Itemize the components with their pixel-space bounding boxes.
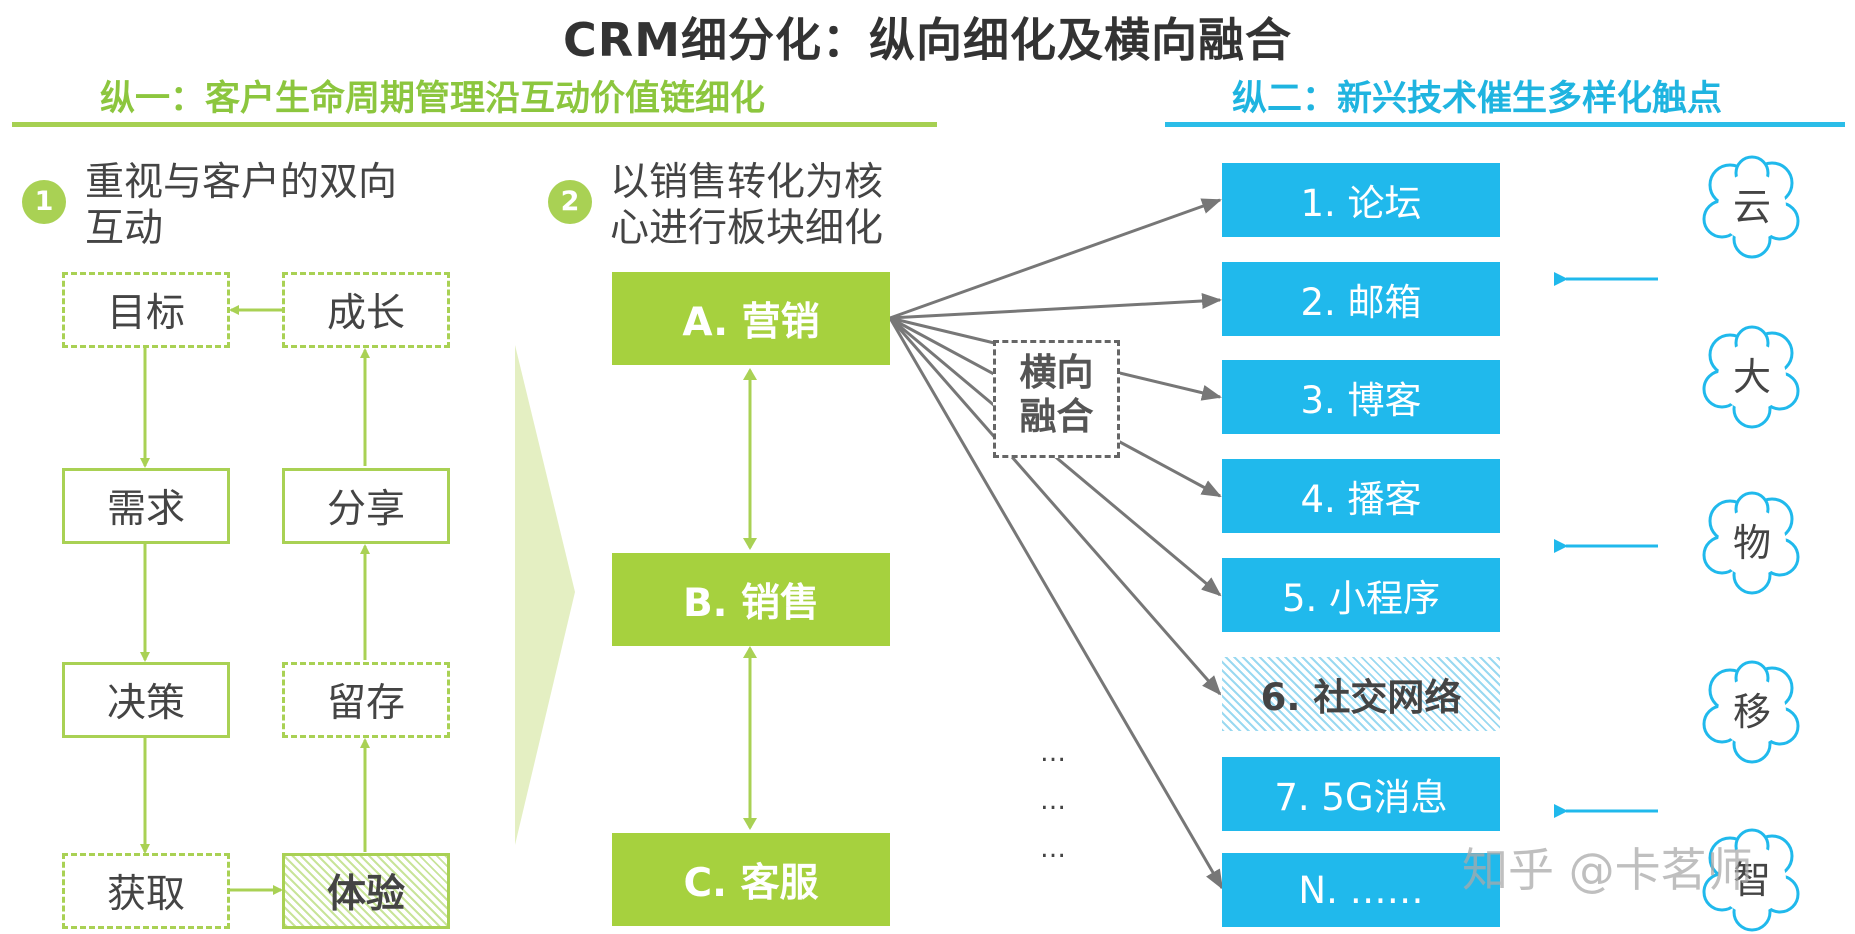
touchpoint-1: 1. 论坛: [1222, 163, 1500, 237]
box-retention: 留存: [282, 662, 450, 738]
blue-divider: [1165, 122, 1845, 127]
cloud-shape-1: [1702, 155, 1800, 259]
step-two-badge: 2: [548, 180, 592, 224]
box-share: 分享: [282, 468, 450, 544]
ellipsis-1: …: [1040, 738, 1068, 768]
step-two-text: 以销售转化为核 心进行板块细化: [610, 160, 883, 252]
box-sales: B. 销售: [612, 553, 890, 646]
touchpoint-2: 2. 邮箱: [1222, 262, 1500, 336]
ellipsis-3: …: [1040, 834, 1068, 864]
step-one-text: 重视与客户的双向 互动: [85, 160, 397, 252]
arrow-to-touchpoint-2: [889, 292, 1222, 320]
box-experience: 体验: [282, 853, 450, 929]
cloud-shape-4: [1702, 660, 1800, 764]
cloud-label-bigdata: 大: [1732, 355, 1771, 399]
tech-clouds: [1702, 155, 1800, 932]
arrow-to-touchpoint-n: [888, 317, 1224, 890]
step-one-text-line1: 重视与客户的双向: [85, 160, 398, 205]
box-acquire: 获取: [62, 853, 230, 929]
touchpoint-7: 7. 5G消息: [1222, 757, 1500, 831]
cloud-label-iot: 物: [1732, 521, 1771, 565]
box-service: C. 客服: [612, 833, 890, 926]
transition-chevron: [515, 345, 575, 845]
cloud-label-ai: 智: [1732, 858, 1771, 902]
cloud-shape-3: [1702, 491, 1800, 595]
arrow-to-touchpoint-1: [889, 198, 1222, 320]
vertical-two-heading: 纵二：新兴技术催生多样化触点: [1232, 79, 1723, 119]
box-growth: 成长: [282, 272, 450, 348]
touchpoint-5: 5. 小程序: [1222, 558, 1500, 632]
box-decision: 决策: [62, 662, 230, 738]
step-two-text-line2: 心进行板块细化: [610, 206, 884, 251]
cloud-label-mobile: 移: [1732, 690, 1771, 734]
step-two-text-line1: 以销售转化为核: [610, 160, 884, 205]
ellipsis-2: …: [1040, 786, 1068, 816]
touchpoint-6: 6. 社交网络: [1222, 657, 1500, 731]
vertical-one-heading: 纵一：客户生命周期管理沿互动价值链细化: [100, 79, 766, 119]
touchpoint-4: 4. 播客: [1222, 459, 1500, 533]
step-one-flow: [140, 305, 370, 895]
merge-line1: 横向: [1019, 351, 1094, 394]
page-title: CRM细分化：纵向细化及横向融合: [563, 13, 1292, 67]
arrow-to-touchpoint-6: [888, 317, 1222, 696]
touchpoint-n: N. ……: [1222, 853, 1500, 927]
tech-arrows: [1554, 272, 1658, 818]
touchpoint-3: 3. 博客: [1222, 360, 1500, 434]
horizontal-merge-label: 横向 融合: [993, 340, 1120, 458]
step-one-badge: 1: [22, 180, 66, 224]
green-divider: [12, 122, 937, 127]
fan-arrows: [888, 198, 1224, 890]
merge-line2: 融合: [1019, 395, 1094, 438]
cloud-shape-5: [1702, 828, 1800, 932]
step-one-text-line2: 互动: [85, 206, 164, 251]
box-target: 目标: [62, 272, 230, 348]
cloud-shape-2: [1702, 325, 1800, 429]
box-marketing: A. 营销: [612, 272, 890, 365]
watermark: 知乎 @卡茗师: [1462, 843, 1753, 897]
box-demand: 需求: [62, 468, 230, 544]
cloud-label-cloud: 云: [1732, 185, 1771, 229]
